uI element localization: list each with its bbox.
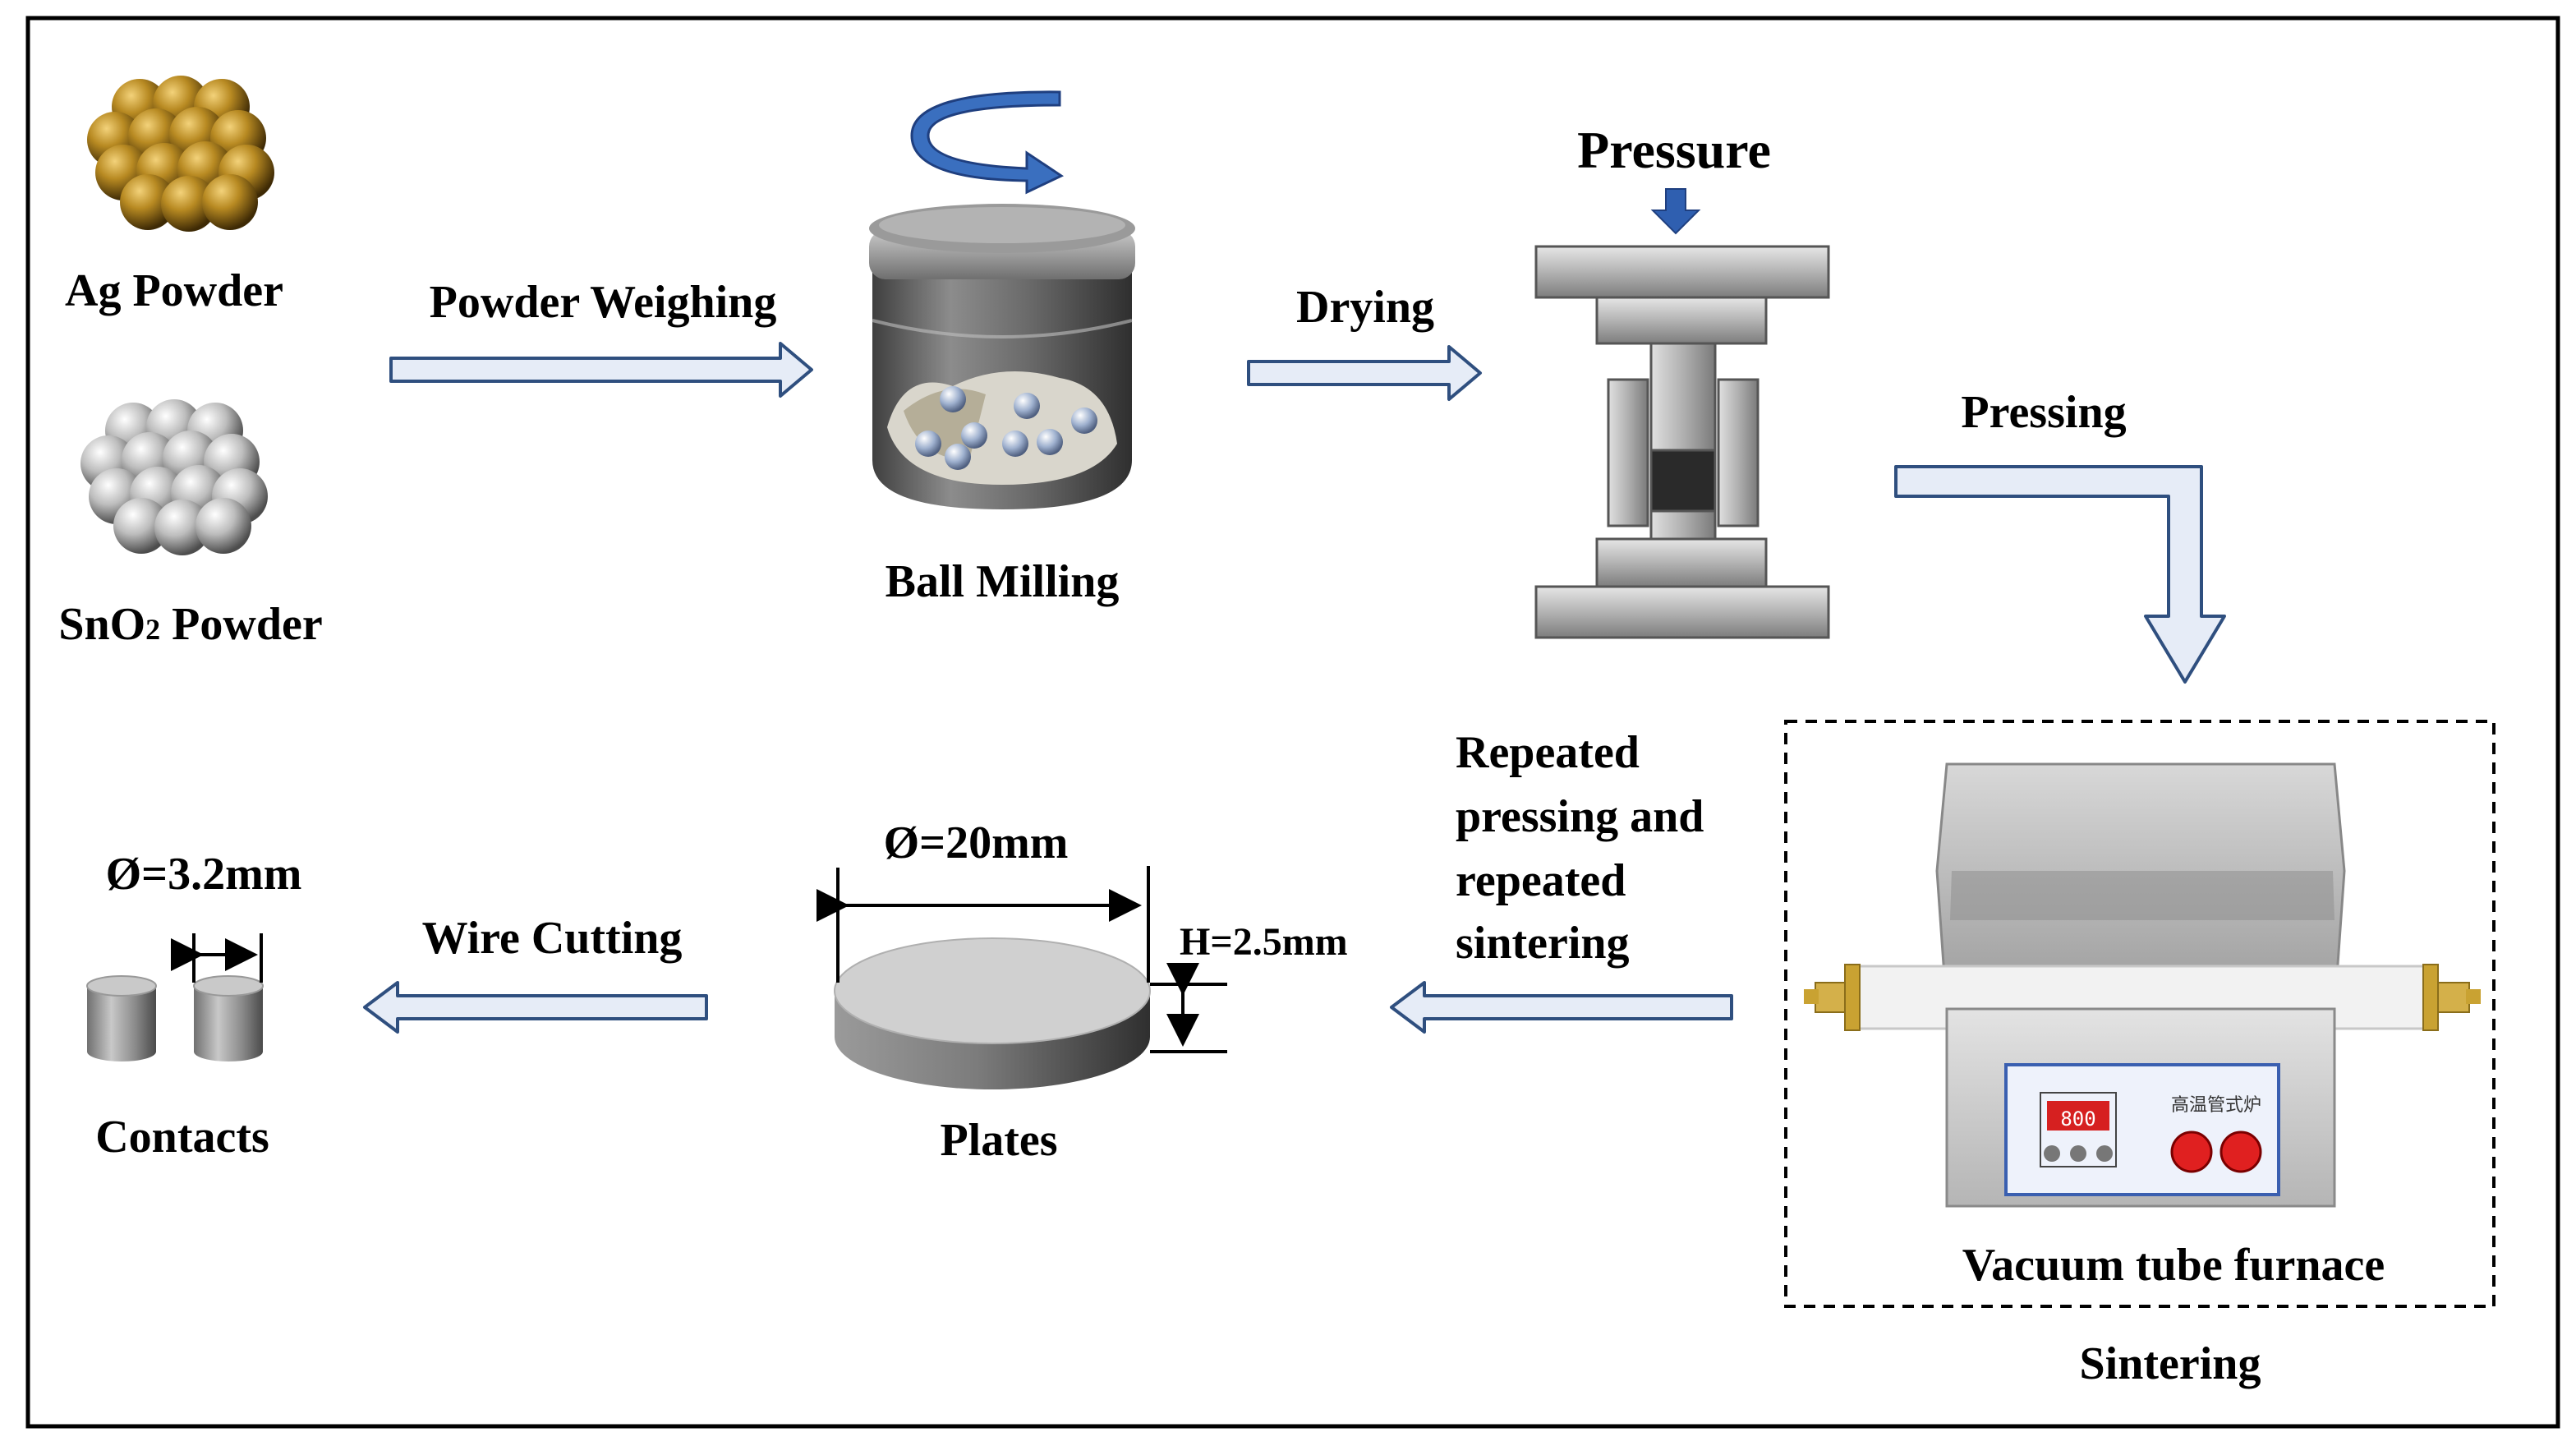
press-mold-icon	[1534, 245, 1830, 639]
repeated-sintering-arrow	[1390, 981, 1733, 1034]
repeated-label-line-1: Repeated	[1456, 727, 1640, 778]
milling-ball	[1014, 393, 1040, 419]
wire-cutting-arrow	[363, 981, 708, 1034]
wire-cutting-label: Wire Cutting	[422, 913, 683, 964]
ag-powder-sphere	[120, 174, 176, 230]
pressure-arrow-icon	[1650, 188, 1701, 235]
ball-mill-jar-icon	[869, 204, 1135, 509]
powder-weighing-arrow	[389, 342, 813, 398]
milling-ball	[1071, 408, 1097, 434]
rotation-arrow-icon	[910, 90, 1065, 195]
sintering-box	[1784, 720, 2496, 1308]
powder-weighing-label: Powder Weighing	[430, 277, 777, 328]
pressure-label: Pressure	[1577, 121, 1771, 179]
sno2-powder-spheres-icon	[80, 399, 268, 555]
contact-cylinder-icon	[86, 975, 157, 1061]
sintering-label: Sintering	[2080, 1338, 2261, 1389]
sno2-powder-sphere	[154, 500, 210, 555]
sno2-powder-label: SnO2 Powder	[58, 599, 322, 650]
repeated-label-line-2: pressing and	[1456, 791, 1704, 842]
vacuum-tube-furnace-label: Vacuum tube furnace	[1962, 1240, 2385, 1291]
sno2-powder-sphere	[113, 498, 169, 554]
ag-powder-sphere	[161, 176, 217, 232]
outer-frame	[25, 16, 2560, 1429]
ball-milling-label: Ball Milling	[886, 556, 1120, 607]
repeated-label-line-3: repeated	[1456, 855, 1626, 906]
milling-balls	[915, 386, 1097, 470]
drying-arrow	[1247, 345, 1482, 401]
milling-ball	[915, 431, 941, 457]
ag-powder-spheres-icon	[87, 76, 274, 232]
plate-height-label: H=2.5mm	[1180, 920, 1348, 964]
plates-label: Plates	[940, 1115, 1057, 1166]
sno2-powder-sphere	[196, 498, 251, 554]
milling-ball	[940, 386, 966, 412]
ag-powder-label: Ag Powder	[65, 265, 283, 316]
ag-powder-sphere	[202, 174, 258, 230]
tube-furnace-icon: 800 高温管式炉	[1804, 762, 2481, 1208]
furnace-display-value: 800	[2060, 1108, 2095, 1131]
milling-ball	[1002, 431, 1028, 457]
milling-ball	[961, 422, 987, 449]
pressing-arrow	[1894, 465, 2226, 684]
plate-diameter-label: Ø=20mm	[884, 817, 1069, 868]
furnace-button-right	[2220, 1131, 2262, 1173]
drying-label: Drying	[1296, 282, 1434, 333]
furnace-button-left	[2170, 1131, 2213, 1173]
milling-ball	[945, 444, 971, 470]
plate-disc-icon	[834, 937, 1151, 1089]
furnace-display	[2047, 1101, 2109, 1131]
contact-diameter-label: Ø=3.2mm	[106, 849, 302, 900]
furnace-panel-text: 高温管式炉	[2171, 1095, 2261, 1116]
pressing-label: Pressing	[1961, 387, 2126, 438]
repeated-label-line-4: sintering	[1456, 918, 1630, 969]
contact-cylinder-icon	[193, 975, 264, 1061]
milling-ball	[1037, 429, 1063, 455]
contacts-label: Contacts	[95, 1112, 269, 1163]
